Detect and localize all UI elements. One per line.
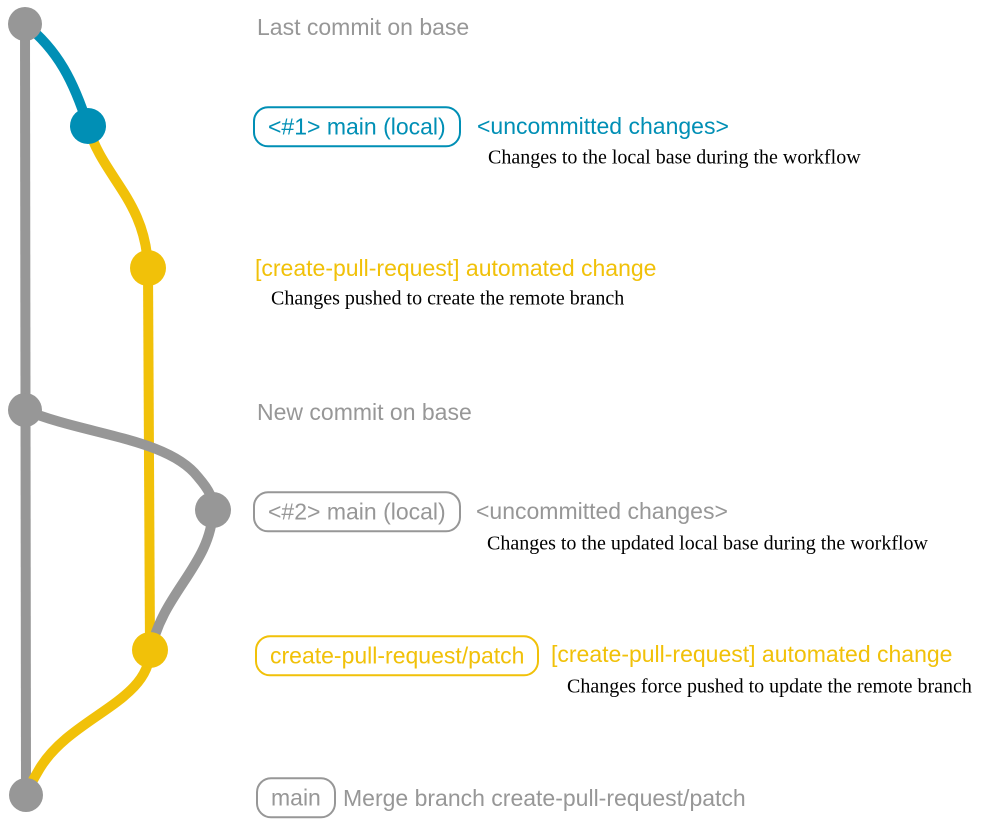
note-uncommitted-changes-1: <uncommitted changes> xyxy=(477,112,729,139)
commit-message-automated-change-2: [create-pull-request] automated change xyxy=(551,640,953,667)
commit-message-last-on-base: Last commit on base xyxy=(257,13,470,40)
branch-label-main-local-1: <#1> main (local) xyxy=(253,106,461,148)
branch-label-main: main xyxy=(256,777,336,819)
branch-label-create-pull-request-patch: create-pull-request/patch xyxy=(255,635,540,677)
updated-local-main-branch-curve xyxy=(20,405,218,515)
description-pushed-create-branch: Changes pushed to create the remote bran… xyxy=(271,287,625,310)
patch-branch-line xyxy=(143,267,155,651)
merge-to-base-curve xyxy=(21,645,155,800)
branch-label-main-local-2: <#2> main (local) xyxy=(253,491,461,533)
commit-node-automated-change-2 xyxy=(132,632,168,668)
commit-message-merge: Merge branch create-pull-request/patch xyxy=(343,784,746,811)
commit-node-local-main-2 xyxy=(195,492,231,528)
commit-node-local-main-1 xyxy=(70,108,106,144)
commit-node-last-on-base xyxy=(8,7,42,41)
note-uncommitted-changes-2: <uncommitted changes> xyxy=(476,497,728,524)
description-force-pushed-update-branch: Changes force pushed to update the remot… xyxy=(567,675,972,698)
rebase-onto-patch-curve xyxy=(146,505,218,655)
commit-message-new-on-base: New commit on base xyxy=(257,398,472,425)
commit-node-new-on-base xyxy=(8,393,42,427)
description-local-base-changes: Changes to the local base during the wor… xyxy=(488,146,861,169)
commit-node-merge xyxy=(9,778,43,812)
commit-node-automated-change-1 xyxy=(130,250,166,286)
patch-branch-curve xyxy=(83,121,153,273)
description-updated-local-base-changes: Changes to the updated local base during… xyxy=(487,532,928,555)
commit-message-automated-change-1: [create-pull-request] automated change xyxy=(255,254,657,281)
